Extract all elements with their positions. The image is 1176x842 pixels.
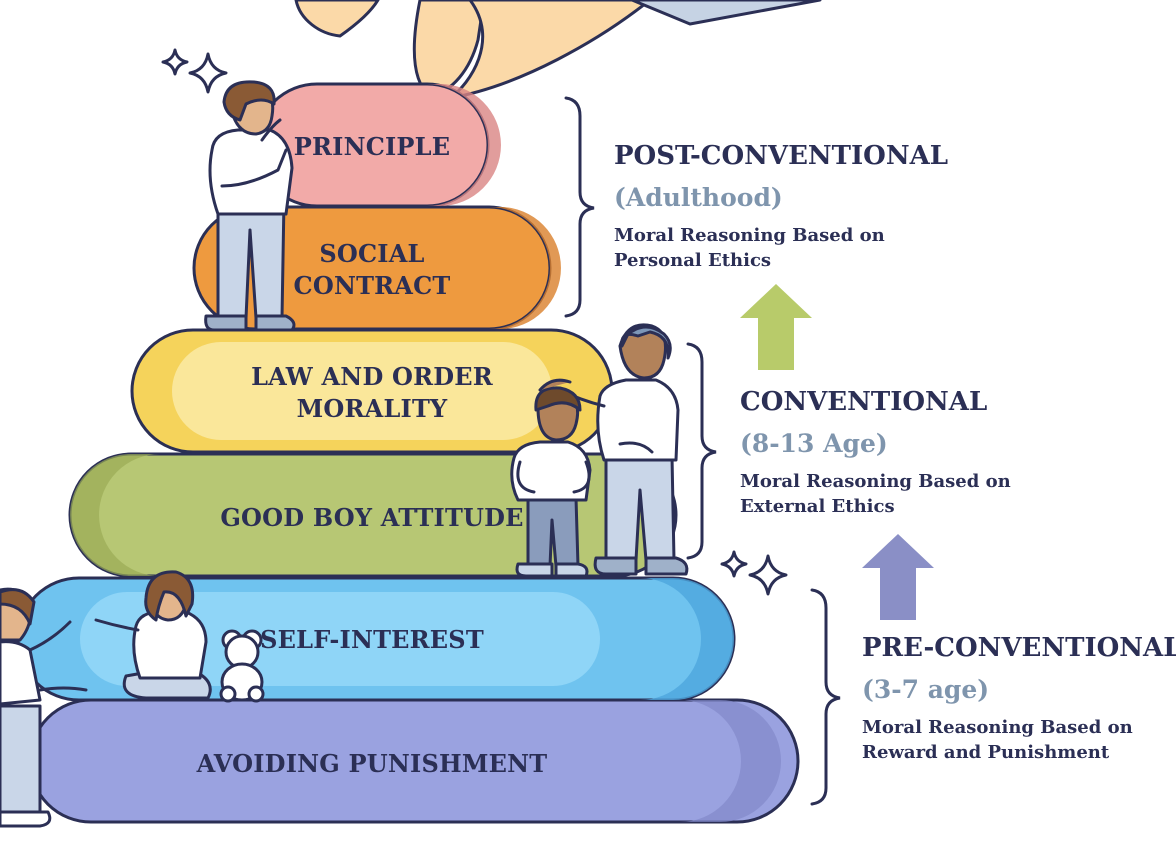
step-label: CONTRACT (294, 271, 451, 300)
step-label: SOCIAL (319, 239, 424, 268)
stage-desc: Personal Ethics (614, 250, 771, 271)
teddy-bear-icon (219, 629, 265, 703)
bracket-conventional (686, 342, 717, 560)
stage-post-conventional: POST-CONVENTIONAL (Adulthood) Moral Reas… (614, 141, 948, 271)
step-label: MORALITY (297, 394, 448, 423)
sparkle-icon (161, 48, 228, 94)
teacher-icon (558, 323, 689, 576)
hand-icon (294, 0, 822, 100)
step-law-and-order: LAW AND ORDER MORALITY (130, 328, 614, 454)
stage-desc: External Ethics (740, 496, 895, 517)
arrow-up-icon (862, 534, 934, 620)
child-icon (0, 587, 88, 706)
stage-conventional: CONVENTIONAL (8-13 Age) Moral Reasoning … (740, 387, 1011, 517)
stage-age: (Adulthood) (614, 183, 783, 212)
step-label: AVOIDING PUNISHMENT (196, 749, 548, 778)
stage-title: PRE-CONVENTIONAL (862, 633, 1176, 663)
stage-desc: Moral Reasoning Based on (862, 717, 1133, 738)
stage-desc: Moral Reasoning Based on (614, 225, 885, 246)
person-bottom-left-icon (0, 704, 52, 828)
stage-desc: Moral Reasoning Based on (740, 471, 1011, 492)
stage-age: (8-13 Age) (740, 429, 888, 458)
stage-desc: Reward and Punishment (862, 742, 1110, 763)
stage-pre-conventional: PRE-CONVENTIONAL (3-7 age) Moral Reasoni… (862, 633, 1176, 763)
stage-age: (3-7 age) (862, 675, 989, 704)
step-label: SELF-INTEREST (260, 625, 484, 654)
person-thinking-icon (204, 80, 296, 332)
sparkle-icon (720, 550, 788, 596)
step-label: PRINCIPLE (294, 132, 451, 161)
step-label: GOOD BOY ATTITUDE (220, 503, 523, 532)
girl-icon (94, 570, 212, 700)
step-avoiding-punishment: AVOIDING PUNISHMENT (28, 698, 800, 824)
stage-title: CONVENTIONAL (740, 387, 987, 417)
step-label: LAW AND ORDER (251, 362, 494, 391)
boy-icon (510, 378, 592, 578)
bracket-post-conventional (564, 96, 595, 318)
stage-title: POST-CONVENTIONAL (614, 141, 948, 171)
step-principle: PRINCIPLE (254, 82, 501, 208)
arrow-up-icon (740, 284, 812, 370)
bracket-pre-conventional (810, 588, 841, 806)
